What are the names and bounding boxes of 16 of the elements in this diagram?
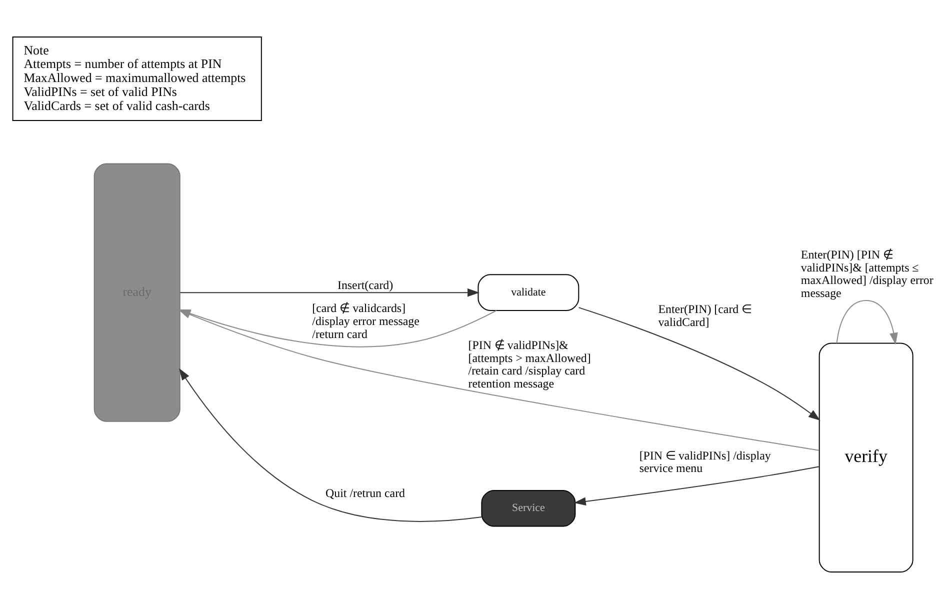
edge-label: Enter(PIN) [card ∈ validCard] bbox=[658, 302, 752, 328]
edge-label: Quit /retrun card bbox=[326, 486, 406, 500]
edge-label: [PIN ∈ validPINs] /display service menu bbox=[639, 448, 771, 475]
arrow bbox=[179, 368, 482, 522]
edge-label: Insert(card) bbox=[337, 278, 394, 292]
arrow bbox=[574, 466, 820, 506]
arrow bbox=[836, 300, 898, 344]
arrow bbox=[578, 306, 820, 420]
edge-label: [card ∉ validcards] /display error message /return card bbox=[312, 300, 420, 340]
node-box: Note Attempts = number of attempts at PIN MaxAllowed = maximumallowed attempts ValidPINs = set of valid PINs ValidCards = set of valid cash-cards bbox=[12, 36, 262, 121]
node-box: validate bbox=[478, 274, 580, 310]
edge-label: [PIN ∉ validPINs]& [attempts > maxAllowed] /retain card /sisplay card retention message bbox=[468, 337, 591, 390]
node-box: verify bbox=[818, 342, 914, 572]
arrow bbox=[180, 288, 480, 296]
edge-label: Enter(PIN) [PIN ∉ validPINs]& [attempts ≤ maxAllowed] /display error message bbox=[800, 246, 934, 300]
node-box: Service bbox=[481, 489, 576, 526]
